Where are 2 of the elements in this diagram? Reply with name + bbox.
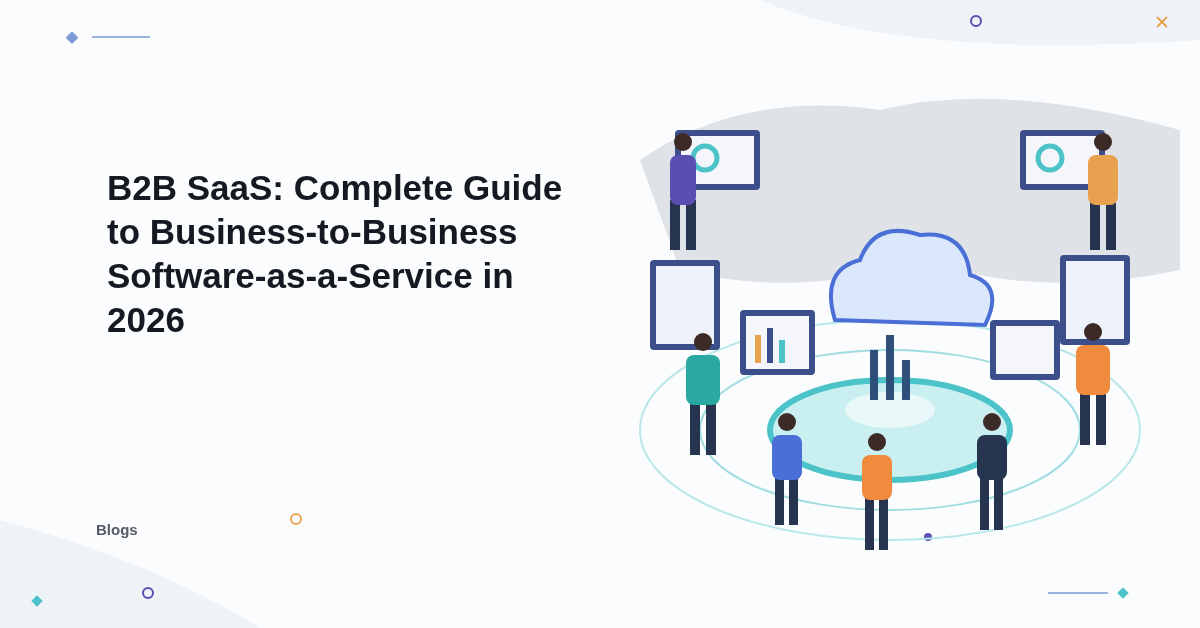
section-label: Blogs [96, 521, 138, 538]
heading: B2B SaaS: Complete Guide to Business-to-Business Software-as-a-Service in 2026 [107, 167, 564, 341]
